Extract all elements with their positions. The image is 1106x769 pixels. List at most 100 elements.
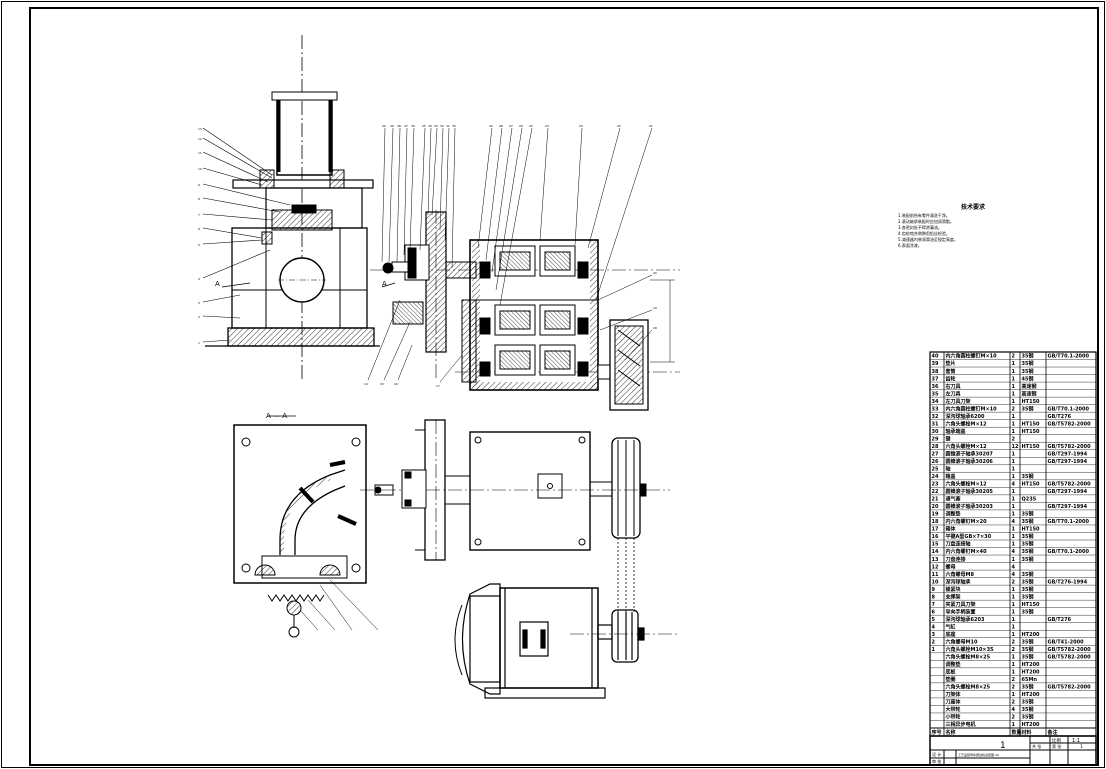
balloon-39: 39	[390, 124, 394, 128]
gearbox-view	[367, 127, 680, 411]
bom-cell-std: GB/T5782-2000	[1048, 421, 1092, 427]
bom-cell-no: 27	[932, 451, 939, 457]
bom-cell-name: 刀盘连接	[946, 556, 966, 563]
balloon-17: 17	[436, 384, 440, 388]
title-block	[929, 735, 1097, 766]
bom-cell-no: 28	[932, 444, 939, 450]
bom-cell-std: GB/T5782-2000	[1048, 482, 1092, 488]
bom-cell-qty: 4	[1012, 572, 1016, 578]
bom-cell-mat: 35钢	[1022, 646, 1034, 653]
bom-cell-name: 深沟球轴承	[946, 578, 971, 585]
bom-cell-mat: HT150	[1022, 421, 1041, 427]
bom-cell-qty: 1	[1012, 421, 1016, 427]
bom-cell-std: GB/T70.1-2000	[1048, 519, 1090, 525]
bom-cell-qty: 4	[1012, 549, 1016, 555]
balloons-bottom-row: 14 15 16 17	[364, 382, 440, 388]
sheet-label: 第 张	[1052, 743, 1061, 749]
bom-cell-mat: 35钢	[1022, 608, 1034, 615]
bom-cell-name: 圆锥滚子轴承30207	[946, 450, 994, 457]
bom-cell-qty: 12	[1012, 444, 1019, 450]
bom-cell-std: GB/T5782-2000	[1048, 685, 1092, 691]
bom-cell-name: 六角头螺栓M10×35	[946, 646, 995, 653]
bom-cell-name: 内六角圆柱螺钉M×10	[946, 405, 998, 412]
bom-cell-mat: HT200	[1022, 662, 1041, 668]
balloon-28: 28	[499, 124, 503, 128]
bom-cell-mat: HT200	[1022, 722, 1041, 728]
bom-cell-name: 通气塞	[946, 496, 962, 503]
bom-cell-name: 气缸	[945, 623, 956, 630]
bom-cell-qty: 1	[1012, 602, 1016, 608]
bom-cell-no: 5	[932, 617, 936, 623]
balloon-5: 5	[198, 243, 200, 247]
technical-note-line: 4.齿轮啮合侧隙用铅丝检验。	[898, 231, 950, 236]
bom-cell-name: 轴承端盖	[946, 428, 966, 435]
front-view	[202, 35, 396, 380]
bom-cell-name: 三相异步电机	[946, 721, 976, 728]
bom-cell-name: 夹紧刀具刀架	[946, 601, 976, 608]
bom-cell-name: 刀座体	[946, 699, 962, 706]
bom-cell-qty: 1	[1012, 512, 1016, 518]
bom-cell-mat: HT150	[1022, 429, 1041, 435]
technical-note-line: 6.表面涂漆。	[898, 243, 922, 248]
bom-cell-no: 7	[932, 602, 936, 608]
balloon-20: 20	[653, 271, 657, 275]
bom-cell-name: 调整垫	[946, 511, 961, 518]
bom-cell-name: 内六角圆柱螺钉M×10	[946, 353, 998, 360]
bom-cell-qty: 1	[1012, 587, 1016, 593]
bom-cell-qty: 2	[1012, 579, 1016, 585]
bom-cell-no: 33	[932, 406, 939, 412]
bom-cell-qty: 1	[1012, 384, 1016, 390]
bom-cell-name: 六角头螺栓M×12	[946, 420, 988, 427]
bom-cell-qty: 1	[1012, 459, 1016, 465]
bom-cell-mat: 高速钢	[1022, 383, 1037, 390]
balloon-34: 34	[428, 124, 432, 128]
balloon-24: 24	[545, 124, 549, 128]
balloon-38: 38	[397, 124, 401, 128]
bom-cell-name: 左刀具刀架	[945, 398, 971, 405]
bom-cell-std: GB/T276	[1048, 617, 1072, 623]
bom-cell-no: 24	[932, 474, 939, 480]
scale-value: 1:1	[1072, 738, 1080, 744]
balloon-29: 29	[489, 124, 493, 128]
balloon-13: 13	[198, 127, 202, 131]
balloon-31: 31	[446, 124, 450, 128]
bom-cell-mat: 35钢	[1022, 548, 1034, 555]
bom-cell-no: 17	[932, 527, 939, 533]
balloon-11: 11	[198, 151, 202, 155]
bom-cell-mat: Q235	[1022, 497, 1037, 503]
gearbox-top-view	[360, 419, 670, 612]
bom-cell-no: 18	[932, 519, 939, 525]
balloons-left-view: 13 12 11 10 9 8 7 6 5 4 3 2 1	[198, 127, 202, 345]
bom-cell-qty: 1	[1012, 489, 1016, 495]
bom-cell-name: 六角螺母M10	[946, 638, 978, 645]
bom-cell-std: GB/T297-1994	[1048, 459, 1088, 465]
technical-notes-title: 技术要求	[960, 204, 985, 211]
bom-cell-name: 箱体	[945, 526, 957, 533]
bom-cell-name: 支撑架	[945, 593, 961, 600]
bom-cell-name: 导向手柄装置	[946, 608, 976, 615]
bom-cell-no: 12	[932, 564, 939, 570]
bom-cell-mat: 高速钢	[1022, 390, 1037, 397]
bom-cell-mat: 65Mn	[1022, 677, 1038, 683]
bom-header-name: 名称	[946, 729, 956, 736]
technical-note-line: 2.滚动轴承装配时应加润滑脂。	[898, 219, 954, 224]
balloon-27: 27	[509, 124, 513, 128]
balloon-6: 6	[198, 227, 200, 231]
bom-cell-name: 底板	[945, 669, 957, 676]
bom-cell-mat: HT200	[1022, 692, 1041, 698]
bom-cell-qty: 2	[1012, 436, 1016, 442]
bom-cell-qty: 1	[1012, 534, 1016, 540]
balloon-3: 3	[198, 301, 200, 305]
bom-cell-no: 15	[932, 542, 939, 548]
bom-cell-no: 30	[932, 429, 939, 435]
bom-cell-mat: 35钢	[1022, 518, 1034, 525]
balloon-22: 22	[617, 124, 621, 128]
bom-cell-no: 14	[932, 549, 939, 555]
bom-cell-name: 轴	[946, 466, 951, 473]
bom-cell-mat: 35钢	[1022, 684, 1034, 691]
bom-header-qty: 数量	[1012, 729, 1022, 736]
bom-cell-mat: 35钢	[1022, 368, 1034, 375]
bom-cell-no: 25	[932, 467, 939, 473]
